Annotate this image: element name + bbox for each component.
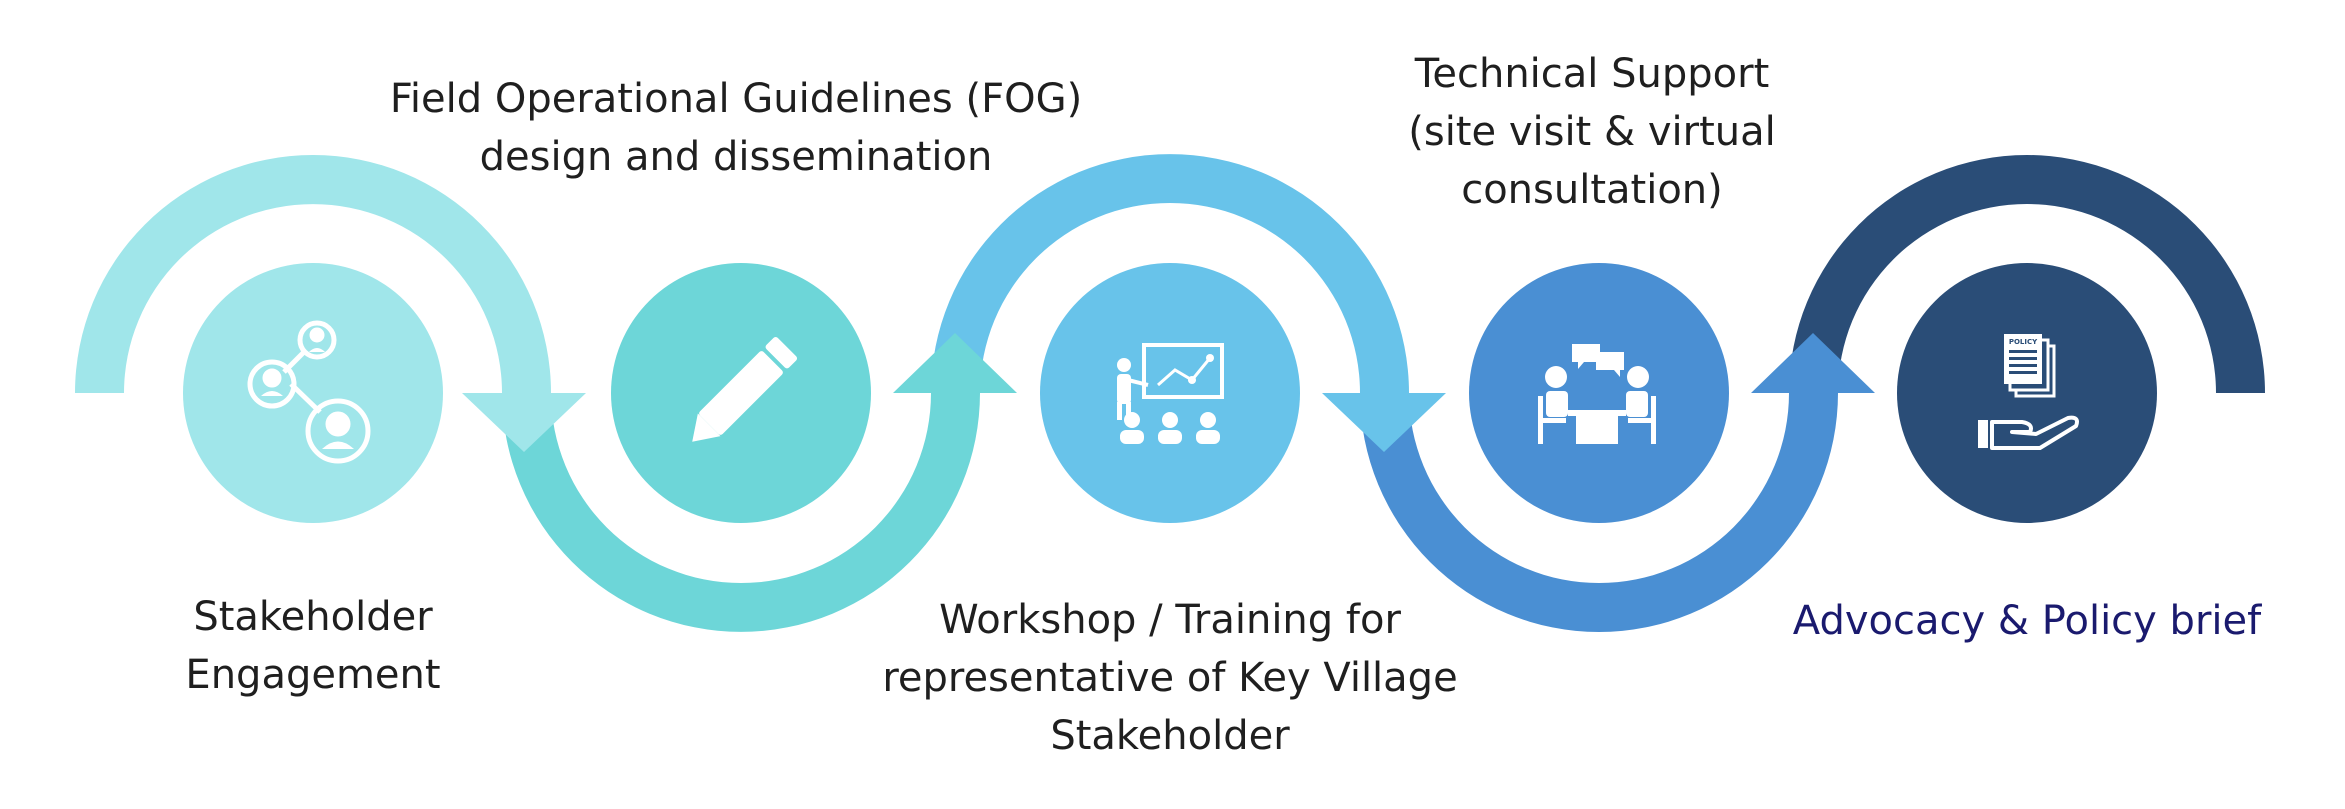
arc-step2: [502, 393, 980, 632]
step-label-5: Advocacy & Policy brief: [1727, 592, 2327, 650]
policy-hand-icon: POLICY: [1978, 334, 2079, 450]
step-circle-1: [183, 263, 443, 523]
step-label-3: Workshop / Training for representative o…: [820, 591, 1520, 765]
step-label-1-line-2: Engagement: [185, 652, 441, 698]
step-label-3-line-3: Stakeholder: [1050, 713, 1290, 759]
step-label-1: Stakeholder Engagement: [113, 588, 513, 704]
step-label-2-line-1: Field Operational Guidelines (FOG): [389, 76, 1083, 122]
step-circle-3: [1040, 263, 1300, 523]
step-label-4-line-2: (site visit & virtual: [1408, 109, 1776, 155]
arrowhead-step2: [893, 333, 1017, 393]
presentation-icon: [1117, 343, 1224, 444]
step-label-4: Technical Support (site visit & virtual …: [1292, 45, 1892, 219]
step-label-4-line-1: Technical Support: [1414, 51, 1770, 97]
step-circle-4: [1469, 263, 1729, 523]
policy-doc-label: POLICY: [2009, 338, 2038, 346]
step-label-5-line-1: Advocacy & Policy brief: [1792, 598, 2262, 644]
step-label-4-line-3: consultation): [1461, 167, 1723, 213]
arrowhead-step1: [462, 393, 586, 452]
arc-step3: [931, 154, 1409, 393]
arc-step1: [75, 155, 551, 393]
pencil-icon: [692, 336, 798, 442]
arrowhead-step4: [1751, 333, 1875, 393]
step-label-3-line-2: representative of Key Village: [882, 655, 1458, 701]
arrowhead-step3: [1322, 393, 1446, 452]
step-label-2-line-2: design and dissemination: [479, 134, 993, 180]
step-label-2: Field Operational Guidelines (FOG) desig…: [336, 70, 1136, 186]
step-label-3-line-1: Workshop / Training for: [939, 597, 1401, 643]
arc-step5: [1789, 155, 2265, 393]
meeting-icon: [1538, 344, 1656, 444]
people-network-icon: [247, 320, 371, 464]
arc-step4: [1360, 393, 1838, 632]
step-label-1-line-1: Stakeholder: [193, 594, 433, 640]
